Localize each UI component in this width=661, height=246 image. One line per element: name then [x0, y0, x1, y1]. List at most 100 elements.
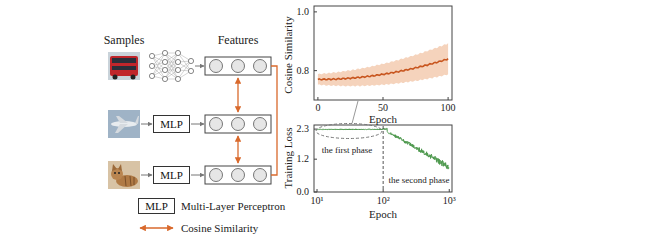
feature-vector [210, 60, 223, 73]
bus-image [112, 58, 136, 63]
axis-label: 0.8 [297, 66, 310, 76]
annotation: the first phase [322, 146, 372, 155]
neural-network-icon [149, 53, 154, 58]
axis-tick [448, 97, 449, 100]
neural-network-icon [175, 50, 180, 55]
neural-network-icon [165, 53, 178, 79]
mlp-box: MLP [153, 166, 190, 184]
cat-image [125, 176, 134, 186]
axis-label: 10³ [443, 196, 456, 206]
axis-tick [314, 159, 317, 160]
axis-label: 1.2 [297, 154, 310, 164]
similarity-arrow [140, 227, 173, 228]
feature-vector [232, 169, 245, 182]
flow-arrow [141, 66, 204, 175]
axis-label: 0.0 [297, 187, 310, 197]
neural-network-icon [149, 63, 154, 68]
legend-text: Multi-Layer Perceptron [181, 201, 285, 212]
airplane-image [135, 116, 139, 124]
axis-label: 50 [378, 103, 388, 113]
axis-label: 10¹ [311, 196, 324, 206]
cat-image [118, 164, 122, 171]
axis-label: Cosine Similarity [283, 16, 294, 93]
bus-image [108, 52, 140, 80]
neural-network-icon [162, 59, 167, 64]
phase-ellipse [316, 124, 382, 139]
similarity-arrow [271, 66, 277, 175]
axis-label: 1.0 [297, 7, 310, 17]
axis-tick [449, 189, 450, 192]
flow-arrow [141, 124, 152, 125]
feature-vector [232, 118, 245, 131]
bus-image [108, 52, 140, 80]
axis-label: 0 [315, 103, 320, 113]
column-heading: Features [218, 34, 259, 46]
feature-vector [205, 166, 271, 184]
airplane-image [108, 110, 140, 138]
feature-vector [205, 166, 271, 184]
flow-arrow [141, 175, 152, 176]
airplane-image [116, 116, 128, 123]
axis-label: Epoch [369, 209, 397, 220]
axis-tick [314, 70, 317, 71]
zoom-leader [352, 101, 358, 124]
feature-vector [210, 169, 223, 182]
similarity-curve [318, 59, 448, 80]
cat-image [118, 172, 120, 174]
bus-image [110, 56, 138, 76]
cat-image [112, 164, 117, 171]
neural-network-icon [162, 50, 167, 55]
cat-image [108, 161, 140, 189]
cat-image [114, 172, 116, 174]
feature-vector [205, 115, 271, 133]
chart [314, 6, 452, 192]
neural-network-icon [165, 53, 178, 79]
axes-frame [314, 6, 452, 100]
neural-network-icon [162, 67, 167, 72]
neural-network-icon [188, 68, 193, 73]
feature-vector [254, 169, 267, 182]
axis-tick [383, 189, 384, 192]
flow-arrow [191, 124, 204, 125]
similarity-arrow [237, 78, 238, 112]
neural-network-icon [175, 59, 180, 64]
legend-mlp-box: MLP [138, 198, 175, 214]
bus-image [131, 75, 136, 80]
neural-network-icon [175, 67, 180, 72]
axis-label: 2.3 [297, 124, 310, 134]
neural-network-icon [188, 58, 193, 63]
feature-vector [205, 57, 271, 184]
phase-divider [383, 126, 384, 191]
similarity-arrow [237, 136, 238, 163]
feature-vector [254, 118, 267, 131]
neural-network-icon [149, 50, 193, 81]
box-label: MLP [145, 201, 168, 212]
mlp-box: MLP [153, 115, 190, 133]
feature-vector [254, 60, 267, 73]
axis-label: 10² [377, 196, 390, 206]
feature-vector [205, 115, 271, 133]
annotation: the second phase [389, 176, 450, 185]
legend-text: Cosine Similarity [181, 223, 258, 234]
bus-image [113, 75, 118, 80]
box-label: MLP [160, 119, 183, 130]
feature-vector [232, 60, 245, 73]
axis-tick [314, 192, 317, 193]
axis-label: Epoch [369, 114, 397, 125]
airplane-image [115, 124, 128, 133]
neural-network-icon [162, 76, 167, 81]
flow-arrow [195, 66, 204, 67]
feature-vector [205, 57, 271, 75]
axis-tick [317, 97, 318, 100]
axis-label: Training Loss [283, 127, 294, 188]
neural-network-icon [175, 76, 180, 81]
axis-tick [314, 12, 449, 192]
similarity-band [318, 43, 448, 86]
neural-network-icon [149, 73, 154, 78]
axis-tick [314, 11, 317, 12]
airplane-image [108, 110, 140, 138]
axis-label: 100 [441, 103, 456, 113]
feature-vector [205, 57, 271, 75]
